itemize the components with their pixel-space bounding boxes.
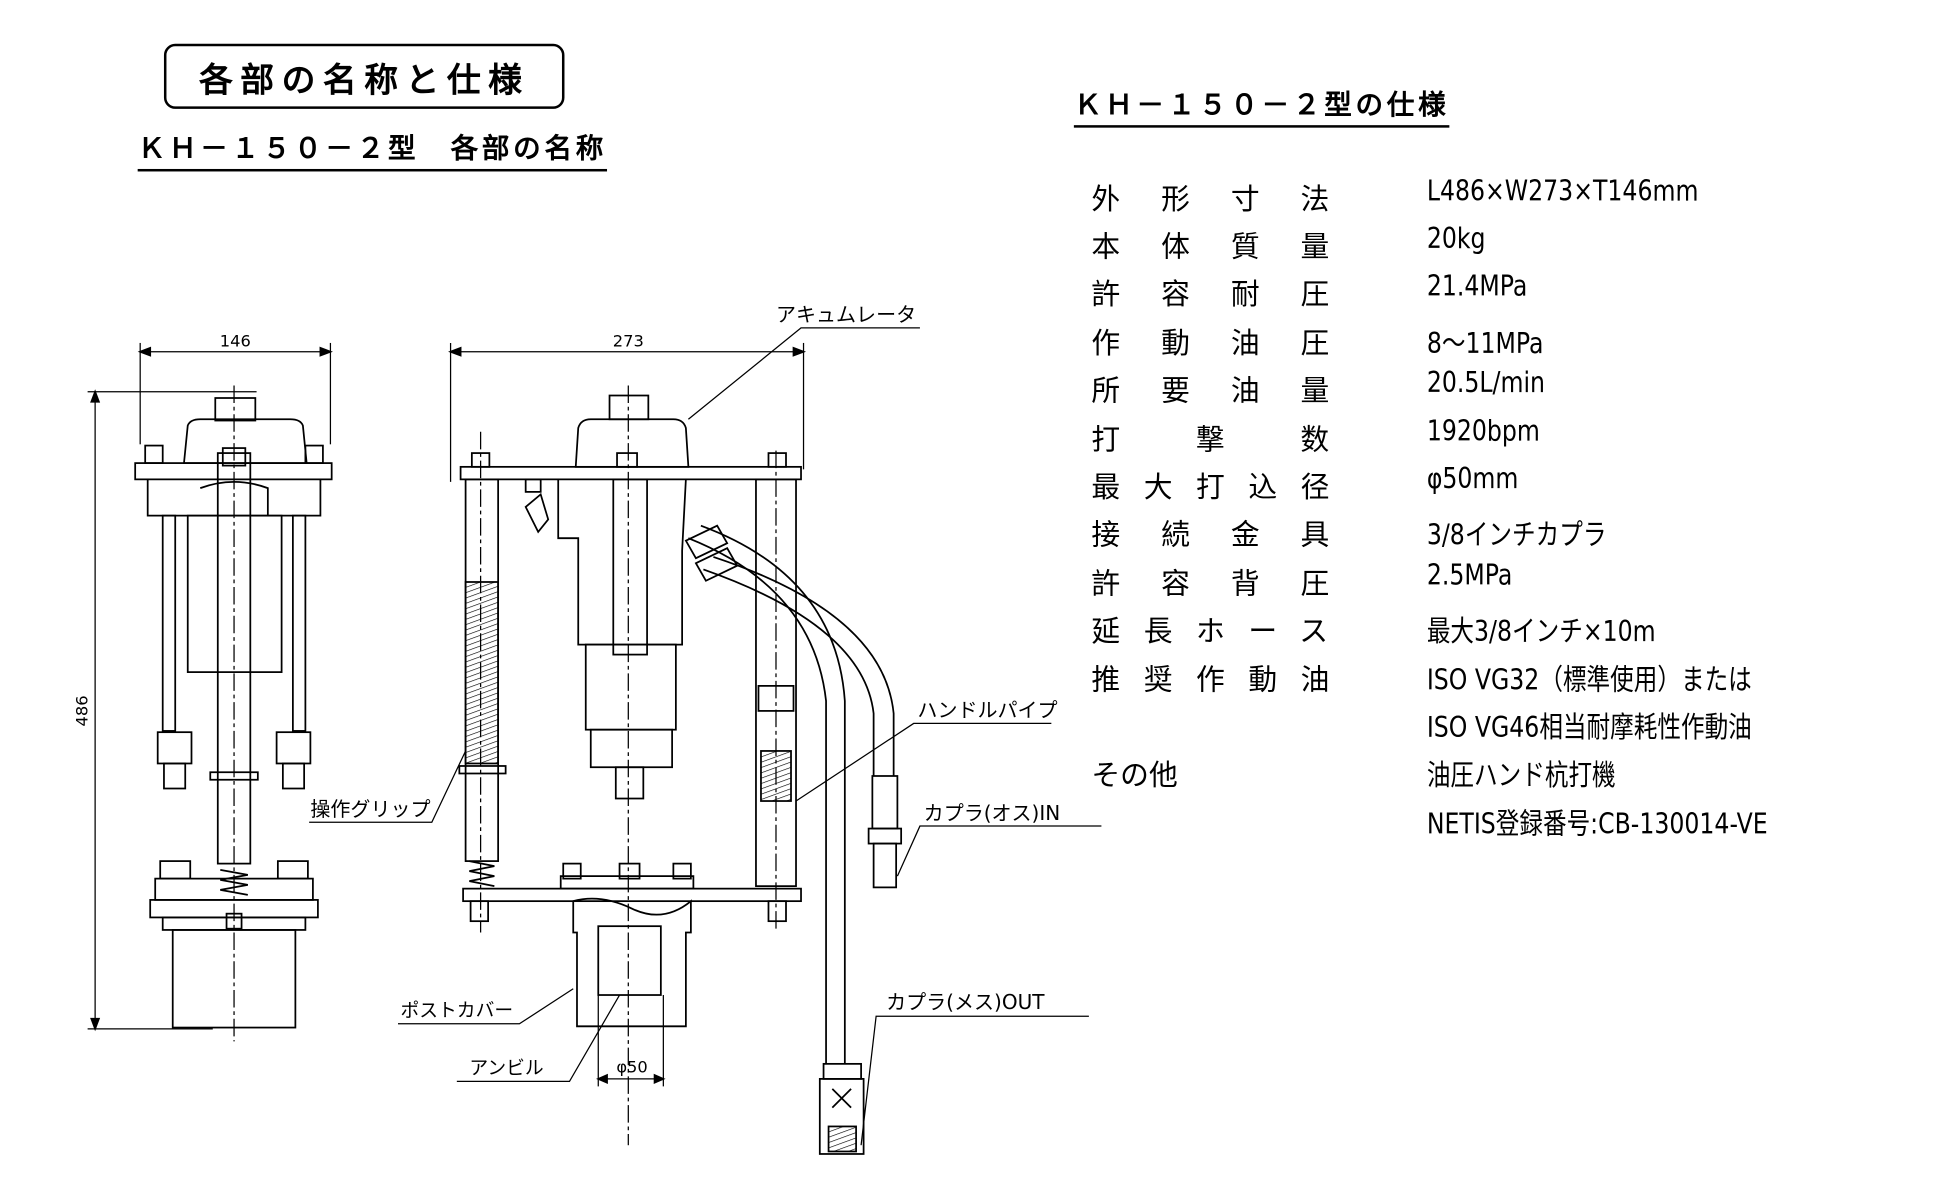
dim-anvil: φ50 <box>616 1058 647 1077</box>
spec-value: 最大3/8インチ×10m <box>1426 615 1656 649</box>
label-coupler-out: カプラ(メス)OUT <box>886 990 1045 1014</box>
spec-value: ISO VG32（標準使用）または <box>1426 664 1752 698</box>
spec-label: 所要油量 <box>1091 375 1371 409</box>
spec-value: 20.5L/min <box>1426 366 1546 400</box>
spec-value: 21.4MPa <box>1426 270 1528 303</box>
label-grip: 操作グリップ <box>310 797 430 821</box>
spec-label: 延長ホース <box>1091 615 1352 649</box>
spec-value: L486×W273×T146mm <box>1426 175 1699 208</box>
spec-value: 油圧ハンド杭打機 <box>1426 759 1616 793</box>
spec-value: 20kg <box>1426 222 1486 256</box>
spec-label: 推奨作動油 <box>1091 664 1353 698</box>
spec-label: 接続金具 <box>1091 519 1371 552</box>
spec-title: ＫＨ－１５０－２型の仕様 <box>1073 83 1450 128</box>
spec-value: φ50mm <box>1426 463 1519 496</box>
spec-label: 許容背圧 <box>1091 568 1371 601</box>
spec-label: 作動油圧 <box>1091 327 1371 361</box>
dim-height: 486 <box>73 695 92 726</box>
spec-label: 許容耐圧 <box>1091 279 1371 312</box>
front-view <box>448 342 903 1155</box>
spec-value: 3/8インチカプラ <box>1426 519 1607 552</box>
spec-value: 2.5MPa <box>1426 559 1513 593</box>
spec-label: 打撃数 <box>1091 424 1405 457</box>
page-title: 各部の名称と仕様 <box>163 43 565 109</box>
dim-side-width: 146 <box>220 332 251 351</box>
side-view <box>87 342 333 1042</box>
leader-lines <box>309 327 1102 1146</box>
label-handle-pipe: ハンドルパイプ <box>917 698 1057 722</box>
spec-value: 8～11MPa <box>1426 327 1544 361</box>
dim-front-width: 273 <box>613 332 644 351</box>
spec-value: ISO VG46相当耐摩耗性作動油 <box>1426 712 1752 745</box>
spec-label: その他 <box>1091 759 1178 793</box>
spec-label: 本体質量 <box>1091 231 1371 265</box>
spec-value: NETIS登録番号:CB-130014-VE <box>1426 808 1768 842</box>
label-coupler-in: カプラ(オス)IN <box>924 801 1061 825</box>
parts-subtitle: ＫＨ－１５０－２型 各部の名称 <box>137 126 608 172</box>
spec-label: 外形寸法 <box>1091 183 1371 217</box>
label-anvil: アンビル <box>469 1057 543 1079</box>
spec-label: 最大打込径 <box>1091 471 1353 505</box>
label-post-cover: ポストカバー <box>401 999 514 1021</box>
spec-value: 1920bpm <box>1426 415 1540 449</box>
label-accumulator: アキュムレータ <box>776 303 916 327</box>
